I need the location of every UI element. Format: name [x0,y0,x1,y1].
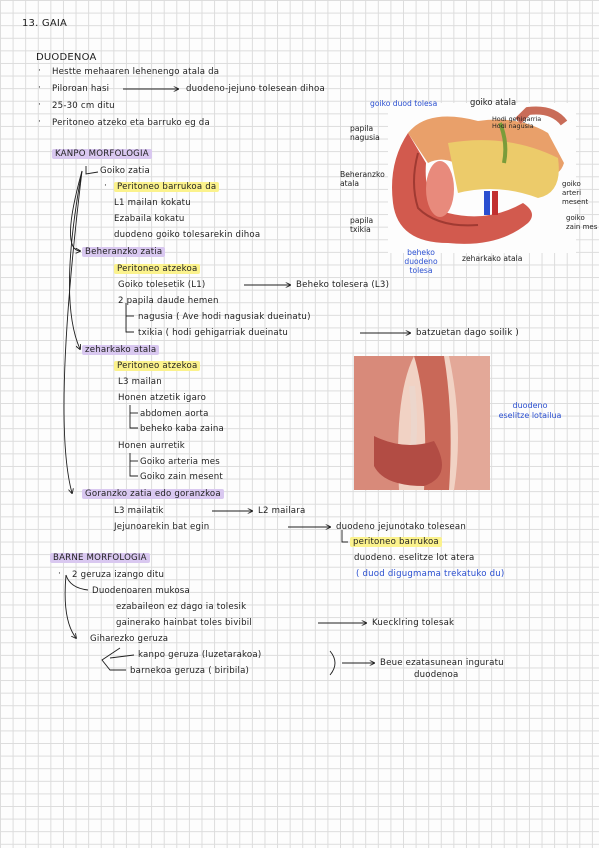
mukosa-item-2: gainerako hainbat toles bivibil [116,618,252,628]
gihar-title: Giharezko geruza [90,634,169,644]
fig1-label-hodi-nagusia: Hodi nagusia [492,122,534,130]
barne-heading: BARNE MORFOLOGIA [50,553,150,563]
duodenum-pancreas-illustration [388,103,576,253]
fig1-label-goiko-atala: goiko atala [470,97,517,107]
bullet: · [58,569,61,579]
section-heading: DUODENOA [36,52,97,63]
bullet: · [38,117,41,127]
barne-note: ( duod digugmama trekatuko du) [356,569,505,579]
bullet: · [38,100,41,110]
papila-txikia-note: batzuetan dago soilik ) [416,328,519,338]
fig1-label-beheko-duodeno-tolesa: beheko duodeno tolesa [404,248,438,275]
mukosa-item-1: ezabaileon ez dago ia tolesik [116,602,247,612]
goranzko-item-2: L2 mailara [258,506,306,516]
papila-txikia: txikia ( hodi gehigarriak dueinatu [138,328,289,338]
fig1-label-papila-nagusia: papila nagusia [350,124,380,142]
page-title: 13. GAIA [22,18,68,29]
intro-1: Hestte mehaaren lehenengo atala da [52,67,220,77]
fig1-label-hodi-gehigarria: Hodi gehigarria [492,115,542,123]
zeharkako-item-2: L3 mailan [118,377,162,387]
goranzko-item-4: duodeno jejunotako tolesean [336,522,467,532]
zeharkako-sub2-2: Goiko zain mesent [140,472,223,482]
beheranzko-title: Beheranzko zatia [82,247,166,257]
zeharkako-item-3: Honen atzetik igaro [118,393,207,403]
gihar-summary-1: Beue ezatasunean inguratu [380,658,504,668]
bullet: · [38,83,41,93]
zeharkako-sub2-1: Goiko arteria mes [140,457,220,467]
zeharkako-sub1-1: abdomen aorta [140,409,209,419]
duodenal-suspensory-ligament-illustration [354,356,490,490]
goiko-item-1: Peritoneo barrukoa da [114,182,220,192]
kanpo-heading: KANPO MORFOLOGIA [52,149,152,159]
fig1-label-beheranzko-atala: Beheranzko atala [340,170,385,188]
intro-4: 25-30 cm ditu [52,101,115,111]
zeharkako-sub1-2: beheko kaba zaina [140,424,224,434]
fig1-label-zeharkako-atala: zeharkako atala [462,254,523,263]
gihar-summary-2: duodenoa [414,670,459,680]
zeharkako-item-4: Honen aurretik [118,441,185,451]
goiko-item-4: duodeno goiko tolesarekin dihoa [114,230,261,240]
goranzko-title: Goranzko zatia edo goranzkoa [82,489,224,499]
papila-nagusia: nagusia ( Ave hodi nagusiak dueinatu) [138,312,311,322]
mukosa-title: Duodenoaren mukosa [92,586,190,596]
gihar-item-1: kanpo geruza (luzetarakoa) [138,650,262,660]
fig2-label-duodeno-eselitze-lotailua: duodeno eselitze lotailua [498,401,562,420]
fig1-label-papila-txikia: papila txikia [350,216,374,234]
beheranzko-item-3: Beheko tolesera (L3) [296,280,390,290]
gihar-item-2: barnekoa geruza ( biribila) [130,666,250,676]
goranzko-item-1: L3 mailatik [114,506,164,516]
fig1-label-goiko-arteri-mesent: goiko arteri mesent [562,180,589,206]
bullet: · [38,66,41,76]
intro-5: Peritoneo atzeko eta barruko eg da [52,118,210,128]
goiko-title: Goiko zatia [100,166,150,176]
mukosa-item-3: Kuecklring tolesak [372,618,455,628]
beheranzko-item-4: 2 papila daude hemen [118,296,219,306]
zeharkako-item-1: Peritoneo atzekoa [114,361,201,371]
bullet: · [104,181,107,191]
beheranzko-item-1: Peritoneo atzekoa [114,264,201,274]
goranzko-sub-1: peritoneo barrukoa [350,537,442,547]
goiko-item-2: L1 mailan kokatu [114,198,191,208]
intro-3: duodeno-jejuno tolesean dihoa [186,84,325,94]
barne-lead: 2 geruza izango ditu [72,570,165,580]
fig1-label-goiko-duod-tolesa: goiko duod tolesa [370,99,438,108]
goranzko-sub-2: duodeno. eselitze lot atera [354,553,475,563]
fig1-label-goiko-zain-mes: goiko zain mes [566,214,598,231]
zeharkako-title: zeharkako atala [82,345,160,355]
goiko-item-3: Ezabaila kokatu [114,214,185,224]
intro-2: Piloroan hasi [52,84,110,94]
goranzko-item-3: Jejunoarekin bat egin [114,522,210,532]
beheranzko-item-2: Goiko tolesetik (L1) [118,280,206,290]
